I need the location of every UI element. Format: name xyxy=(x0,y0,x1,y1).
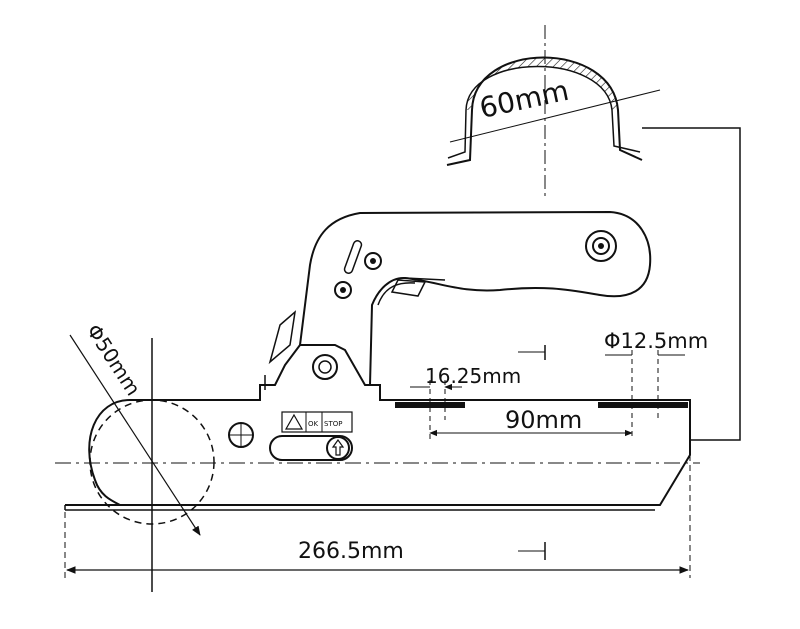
pivot-bolt-icon xyxy=(312,354,338,380)
saddle-dimension-line xyxy=(449,89,661,143)
indicator-knob xyxy=(326,436,350,460)
lever-handle xyxy=(264,210,652,390)
lever-tab xyxy=(390,279,427,297)
hole-spacing-label: 90mm xyxy=(505,406,582,434)
front-mount-pad xyxy=(395,402,465,408)
saddle-profile: 60mm xyxy=(446,25,661,200)
indicator-ok-label: OK xyxy=(308,420,319,428)
saddle-hatching xyxy=(466,57,618,110)
hole-dimensions: 16.25mm 90mm Φ12.5mm xyxy=(410,329,708,440)
body-outline xyxy=(65,344,691,506)
warning-icon xyxy=(284,413,304,430)
up-arrow-icon xyxy=(331,438,345,456)
saddle-width-label: 60mm xyxy=(477,74,572,125)
hole-offset-label: 16.25mm xyxy=(425,364,521,388)
overall-length-dimension: 266.5mm xyxy=(64,455,691,578)
indicator-panel xyxy=(281,411,353,433)
saddle-leader-line xyxy=(642,127,741,441)
ball-socket-front xyxy=(88,399,131,506)
ball-diameter-line xyxy=(69,334,201,536)
bolt-hole-diameter-label: Φ12.5mm xyxy=(604,329,708,353)
lever-rivet-icon xyxy=(364,252,382,270)
overall-length-label: 266.5mm xyxy=(298,539,404,564)
indicator-slider xyxy=(269,435,353,461)
safety-catch xyxy=(268,310,297,365)
rear-mount-pad xyxy=(598,402,688,408)
ball-diameter-label: Φ50mm xyxy=(82,320,146,400)
lever-slot xyxy=(343,240,363,274)
wear-indicator: OK STOP xyxy=(269,411,353,461)
indicator-stop-label: STOP xyxy=(324,420,342,428)
handle-bolt-icon xyxy=(585,230,617,262)
lever-rivet-icon xyxy=(334,281,352,299)
